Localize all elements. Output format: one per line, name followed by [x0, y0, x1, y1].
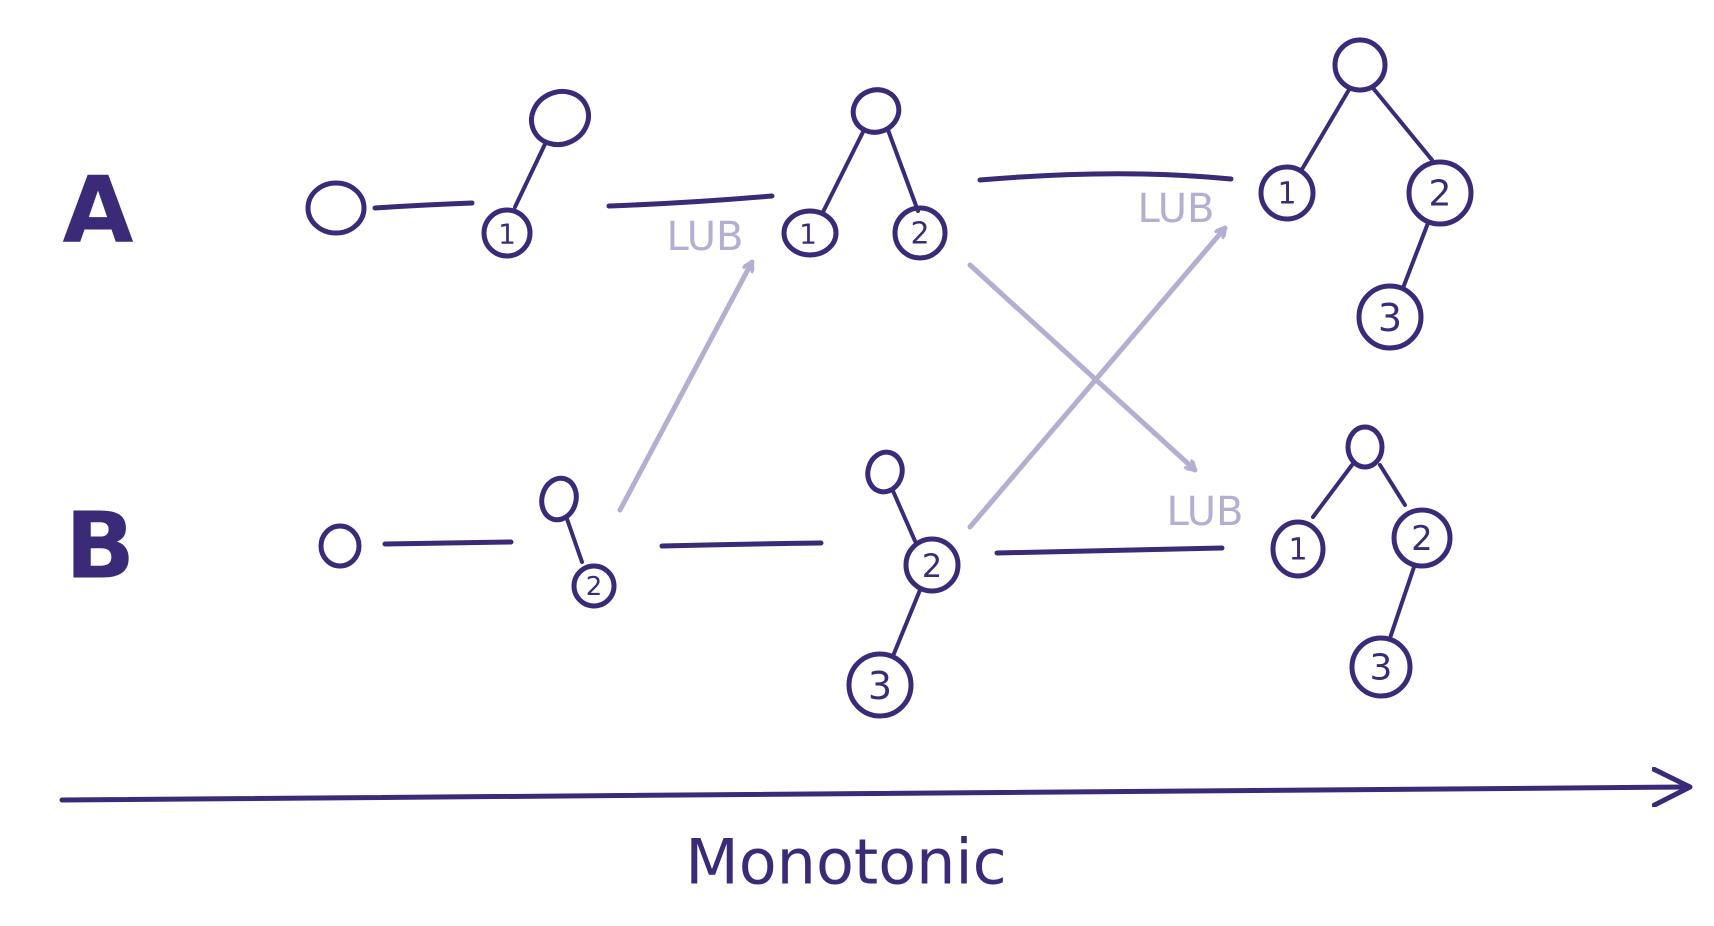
- tree-b-2: 2 3: [846, 449, 961, 719]
- lub-label: LUB: [1166, 489, 1243, 535]
- transition-line: [994, 545, 1225, 556]
- node-label: 2: [586, 572, 603, 602]
- node-3: [1356, 283, 1424, 351]
- row-b: 2 2 3 1 2 3: [318, 424, 1453, 719]
- tree-edge: [1401, 221, 1430, 290]
- transition-line: [382, 539, 514, 547]
- transition-line: [977, 171, 1234, 183]
- lub-label: LUB: [1137, 186, 1214, 232]
- node-label: 1: [1288, 533, 1307, 568]
- node-label: 2: [910, 217, 929, 252]
- node-label: 1: [498, 218, 516, 251]
- root-node: [539, 475, 579, 523]
- node-1: [1258, 164, 1316, 222]
- root-node: [850, 87, 902, 135]
- lub-arrow: [967, 228, 1225, 530]
- root-node: [529, 88, 591, 148]
- root-node: [1345, 424, 1385, 470]
- tree-a-3: 1 2 3: [1258, 37, 1474, 351]
- row-a: 1 1 2 1 2 3: [305, 37, 1474, 351]
- tree-edge: [891, 489, 917, 543]
- node-label: 3: [1370, 648, 1393, 689]
- tree-edge: [1388, 565, 1416, 640]
- node-label: 1: [799, 218, 817, 251]
- node-2: [1391, 507, 1453, 569]
- tree-a-1: 1: [481, 88, 591, 259]
- lub-arrows: LUB LUB LUB: [617, 186, 1244, 535]
- lub-arrow: [617, 262, 752, 513]
- tree-edge: [821, 128, 866, 214]
- row-label-b: B: [65, 493, 135, 600]
- axis-label: Monotonic: [685, 826, 1007, 899]
- node-label: 2: [922, 547, 942, 585]
- tree-edge: [513, 140, 548, 209]
- tree-edge: [565, 517, 584, 564]
- node-label: 2: [1429, 174, 1452, 215]
- node-label: 2: [1411, 519, 1433, 559]
- axis-arrow: [59, 787, 1693, 800]
- node-3: [1349, 635, 1413, 699]
- tree-b-0: [318, 523, 362, 569]
- lub-arrow: [967, 262, 1195, 470]
- node-2: [903, 536, 961, 594]
- tree-a-2: 1 2: [781, 87, 948, 261]
- node-1: [1270, 519, 1326, 579]
- tree-a-0: [305, 180, 367, 236]
- node-label: 1: [1277, 177, 1296, 212]
- tree-b-1: 2: [539, 475, 617, 609]
- tree-b-3: 1 2 3: [1270, 424, 1453, 699]
- node-2: [892, 205, 948, 261]
- root-node: [1332, 37, 1388, 93]
- tree-edge: [1299, 86, 1352, 173]
- monotonic-axis: Monotonic: [59, 787, 1693, 899]
- tree-edge: [1378, 463, 1407, 507]
- row-label-a: A: [62, 157, 133, 264]
- node-label: 3: [868, 664, 892, 708]
- node-2: [571, 563, 617, 609]
- transition-line: [659, 540, 824, 549]
- tree-edge: [1311, 463, 1354, 519]
- transition-line: [606, 193, 775, 209]
- root-node: [865, 449, 905, 495]
- lub-label: LUB: [666, 214, 743, 260]
- tree-edge: [886, 128, 920, 213]
- tree-edge: [891, 588, 922, 658]
- transition-line: [372, 200, 475, 211]
- node-2: [1406, 159, 1474, 227]
- node-1: [481, 207, 533, 259]
- root-node: [318, 523, 362, 569]
- node-1: [781, 208, 839, 258]
- root-node: [305, 180, 367, 236]
- node-3: [846, 651, 914, 719]
- tree-edge: [1371, 86, 1434, 162]
- node-label: 3: [1378, 296, 1402, 340]
